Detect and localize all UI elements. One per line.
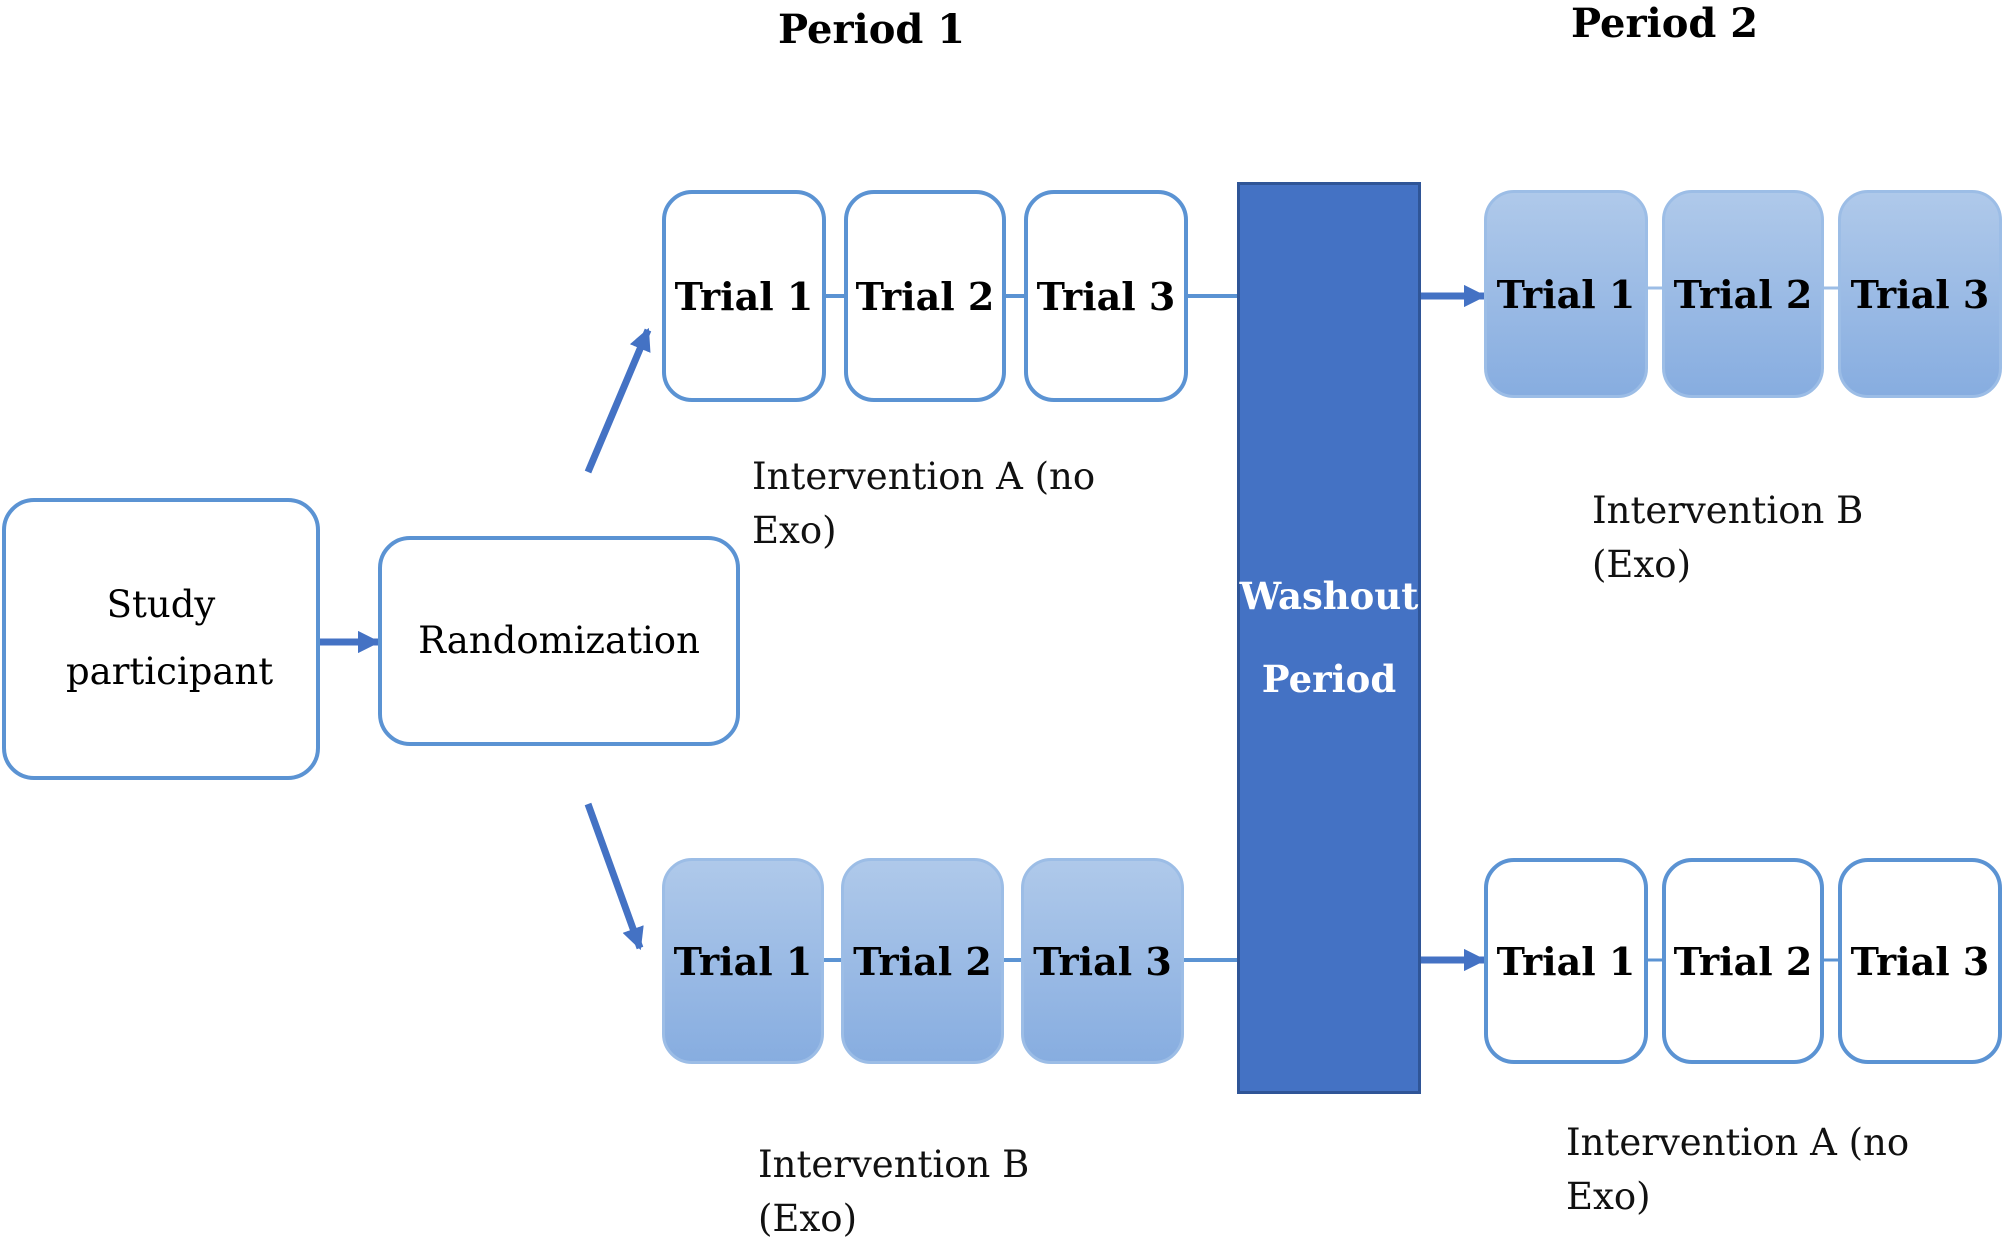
top-p1-trial-1: Trial 1 xyxy=(662,190,826,402)
top-p1-trial-3: Trial 3 xyxy=(1024,190,1188,402)
randomization-box: Randomization xyxy=(378,536,740,746)
bottom-p1-trial-3: Trial 3 xyxy=(1021,858,1184,1064)
top-p2-trial-3: Trial 3 xyxy=(1838,190,2002,398)
period-1-title: Period 1 xyxy=(778,6,966,53)
top-p2-trial-2: Trial 2 xyxy=(1662,190,1824,398)
bottom-p2-trial-3: Trial 3 xyxy=(1838,858,2002,1064)
bottom-p2-trial-1: Trial 1 xyxy=(1484,858,1648,1064)
top-p1-intervention-label: Intervention A (no Exo) xyxy=(752,455,1096,552)
top-p2-intervention-label: Intervention B (Exo) xyxy=(1592,489,1864,586)
top-p2-trial-1: Trial 1 xyxy=(1484,190,1648,398)
top-p1-trial-2: Trial 2 xyxy=(844,190,1006,402)
bottom-p2-trial-2: Trial 2 xyxy=(1662,858,1824,1064)
study-participant-label: Study participant xyxy=(66,583,274,693)
bottom-p2-intervention-label: Intervention A (no Exo) xyxy=(1566,1121,1910,1218)
washout-line-2: Period xyxy=(1261,657,1397,701)
washout-line-1: Washout xyxy=(1239,573,1419,618)
arrow-to-bottom-group xyxy=(584,802,644,951)
washout-period-block: Washout Period xyxy=(1237,182,1421,1094)
randomization-label: Randomization xyxy=(418,618,700,662)
bottom-p1-trial-1: Trial 1 xyxy=(662,858,824,1064)
arrow-to-top-group xyxy=(584,327,652,474)
period-2-title: Period 2 xyxy=(1571,0,1759,47)
bottom-p1-intervention-label: Intervention B (Exo) xyxy=(758,1143,1030,1240)
bottom-p1-trial-2: Trial 2 xyxy=(841,858,1004,1064)
study-participant-box: Study participant xyxy=(2,498,320,780)
